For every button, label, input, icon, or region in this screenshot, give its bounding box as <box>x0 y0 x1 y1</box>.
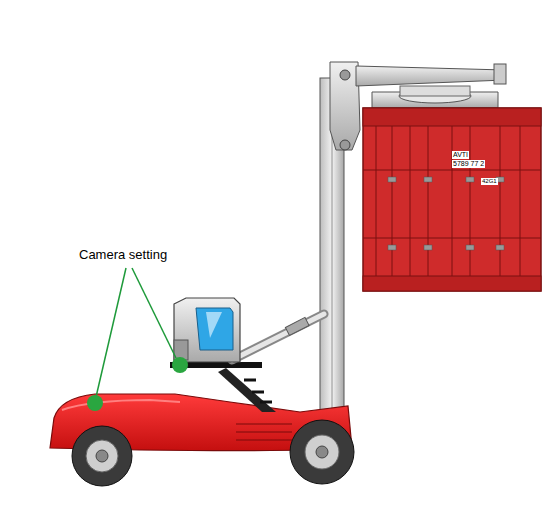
cab-window <box>196 308 233 350</box>
cab <box>174 298 240 362</box>
spreader-beam <box>356 66 505 86</box>
container <box>363 108 541 291</box>
boom-cylinder <box>232 314 324 360</box>
leader-line <box>96 268 126 397</box>
container-code: 5789 77 2 <box>452 160 485 168</box>
wheel <box>290 420 354 484</box>
wheel <box>72 426 132 486</box>
container-type-code: 42G1 <box>481 178 498 185</box>
leader-line <box>132 268 176 358</box>
camera-dot <box>87 395 103 411</box>
callout-label: Camera setting <box>79 248 167 262</box>
container-ribs <box>363 126 541 276</box>
camera-dot <box>172 357 188 373</box>
container-code: AVTI <box>452 151 469 159</box>
